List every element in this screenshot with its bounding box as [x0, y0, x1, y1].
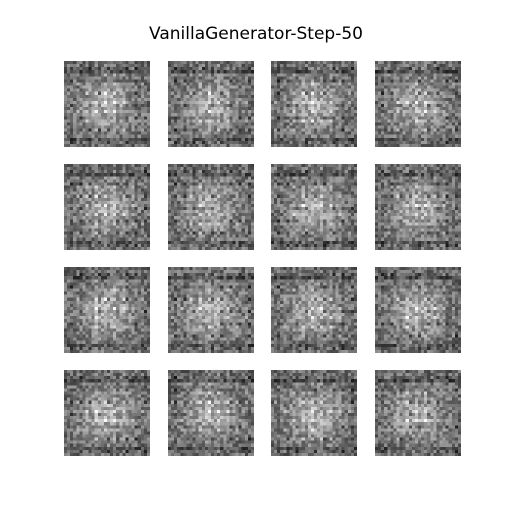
- generated-sample-9: [64, 267, 150, 353]
- generated-sample-15: [271, 370, 357, 456]
- generated-sample-5: [64, 164, 150, 250]
- generated-sample-6: [168, 164, 254, 250]
- generated-sample-7: [271, 164, 357, 250]
- generated-sample-12: [375, 267, 461, 353]
- generated-sample-8: [375, 164, 461, 250]
- generated-sample-1: [64, 61, 150, 147]
- generated-sample-14: [168, 370, 254, 456]
- generated-sample-4: [375, 61, 461, 147]
- generated-sample-10: [168, 267, 254, 353]
- figure-title: VanillaGenerator-Step-50: [149, 24, 363, 44]
- generated-sample-3: [271, 61, 357, 147]
- generated-sample-13: [64, 370, 150, 456]
- generated-sample-16: [375, 370, 461, 456]
- generated-sample-2: [168, 61, 254, 147]
- generated-sample-11: [271, 267, 357, 353]
